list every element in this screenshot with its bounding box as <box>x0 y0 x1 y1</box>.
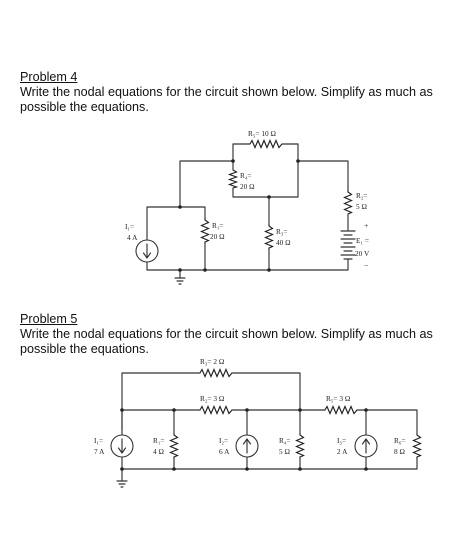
junction-dot <box>245 408 249 412</box>
r2-label: R₂= <box>356 191 368 200</box>
current-source-i2 <box>235 434 259 458</box>
r1-label: R₁= <box>153 436 165 445</box>
r2-label: R₂= 3 Ω <box>200 394 225 403</box>
resistor-r4 <box>227 169 239 189</box>
resistor-r5 <box>324 405 358 415</box>
problem-4-circuit-diagram: I₁= 4 A R₁= 20 Ω R₄= 20 Ω R₅= 10 Ω R₃= 4… <box>125 129 370 285</box>
junction-dot <box>298 467 302 471</box>
r3-value: 40 Ω <box>276 238 291 247</box>
i1-label: I₁= <box>94 436 103 445</box>
r3-label: R₃= 2 Ω <box>200 357 225 366</box>
r1-value: 20 Ω <box>210 232 225 241</box>
problem-4-prompt: Write the nodal equations for the circui… <box>20 85 433 114</box>
resistor-r1 <box>200 218 210 244</box>
junction-dot <box>178 268 182 272</box>
problem-4-wires <box>146 143 349 279</box>
junction-dot <box>267 195 271 199</box>
i3-label: I₃= <box>337 436 346 445</box>
r2-value: 5 Ω <box>356 202 367 211</box>
resistor-r3 <box>199 368 233 378</box>
resistor-r3 <box>264 224 274 250</box>
i1-value: 4 A <box>127 233 138 242</box>
junction-dot <box>364 408 368 412</box>
r6-label: R₆= <box>394 436 406 445</box>
problem-5-wires <box>121 372 418 482</box>
r5-label: R₅= 3 Ω <box>326 394 351 403</box>
i2-value: 6 A <box>219 447 230 456</box>
junction-dot <box>245 467 249 471</box>
junction-dot <box>296 159 300 163</box>
current-source-i1 <box>110 434 134 458</box>
junction-dot <box>203 268 207 272</box>
resistor-r1 <box>169 433 179 459</box>
junction-dot <box>298 408 302 412</box>
r3-label: R₃= <box>276 227 288 236</box>
current-source-i3 <box>354 434 378 458</box>
r4-label: R₄= <box>240 171 252 180</box>
problem-4-heading: Problem 4 <box>20 70 78 84</box>
i1-label: I₁= <box>125 222 134 231</box>
current-source-i1 <box>135 235 159 265</box>
i2-label: I₂= <box>219 436 228 445</box>
junction-dot <box>120 467 124 471</box>
r4-value: 5 Ω <box>279 447 290 456</box>
e1-minus-sign: − <box>364 261 369 270</box>
ground-symbol <box>116 480 128 488</box>
junction-dot <box>178 205 182 209</box>
resistor-r5 <box>249 139 283 149</box>
i1-value: 7 A <box>94 447 105 456</box>
resistor-r2 <box>199 405 233 415</box>
r1-value: 4 Ω <box>153 447 164 456</box>
resistor-r6 <box>412 433 422 459</box>
problem-5-heading: Problem 5 <box>20 312 78 326</box>
junction-dot <box>231 159 235 163</box>
junction-dot <box>172 467 176 471</box>
resistor-r4 <box>295 433 305 459</box>
problem-5-prompt: Write the nodal equations for the circui… <box>20 327 433 356</box>
resistor-r2 <box>343 190 353 215</box>
r4-value: 20 Ω <box>240 182 255 191</box>
junction-dot <box>364 467 368 471</box>
r6-value: 8 Ω <box>394 447 405 456</box>
r1-label: R₁= <box>212 221 224 230</box>
voltage-source-e1 <box>340 230 356 263</box>
e1-label: E₁ = <box>356 236 369 245</box>
r4-label: R₄= <box>279 436 291 445</box>
r5-label: R₅= 10 Ω <box>248 129 276 138</box>
e1-value: 20 V <box>355 249 370 258</box>
junction-dot <box>267 268 271 272</box>
junction-dot <box>172 408 176 412</box>
ground-symbol <box>174 277 186 285</box>
i3-value: 2 A <box>337 447 348 456</box>
junction-dot <box>120 408 124 412</box>
e1-plus-sign: + <box>364 221 369 230</box>
